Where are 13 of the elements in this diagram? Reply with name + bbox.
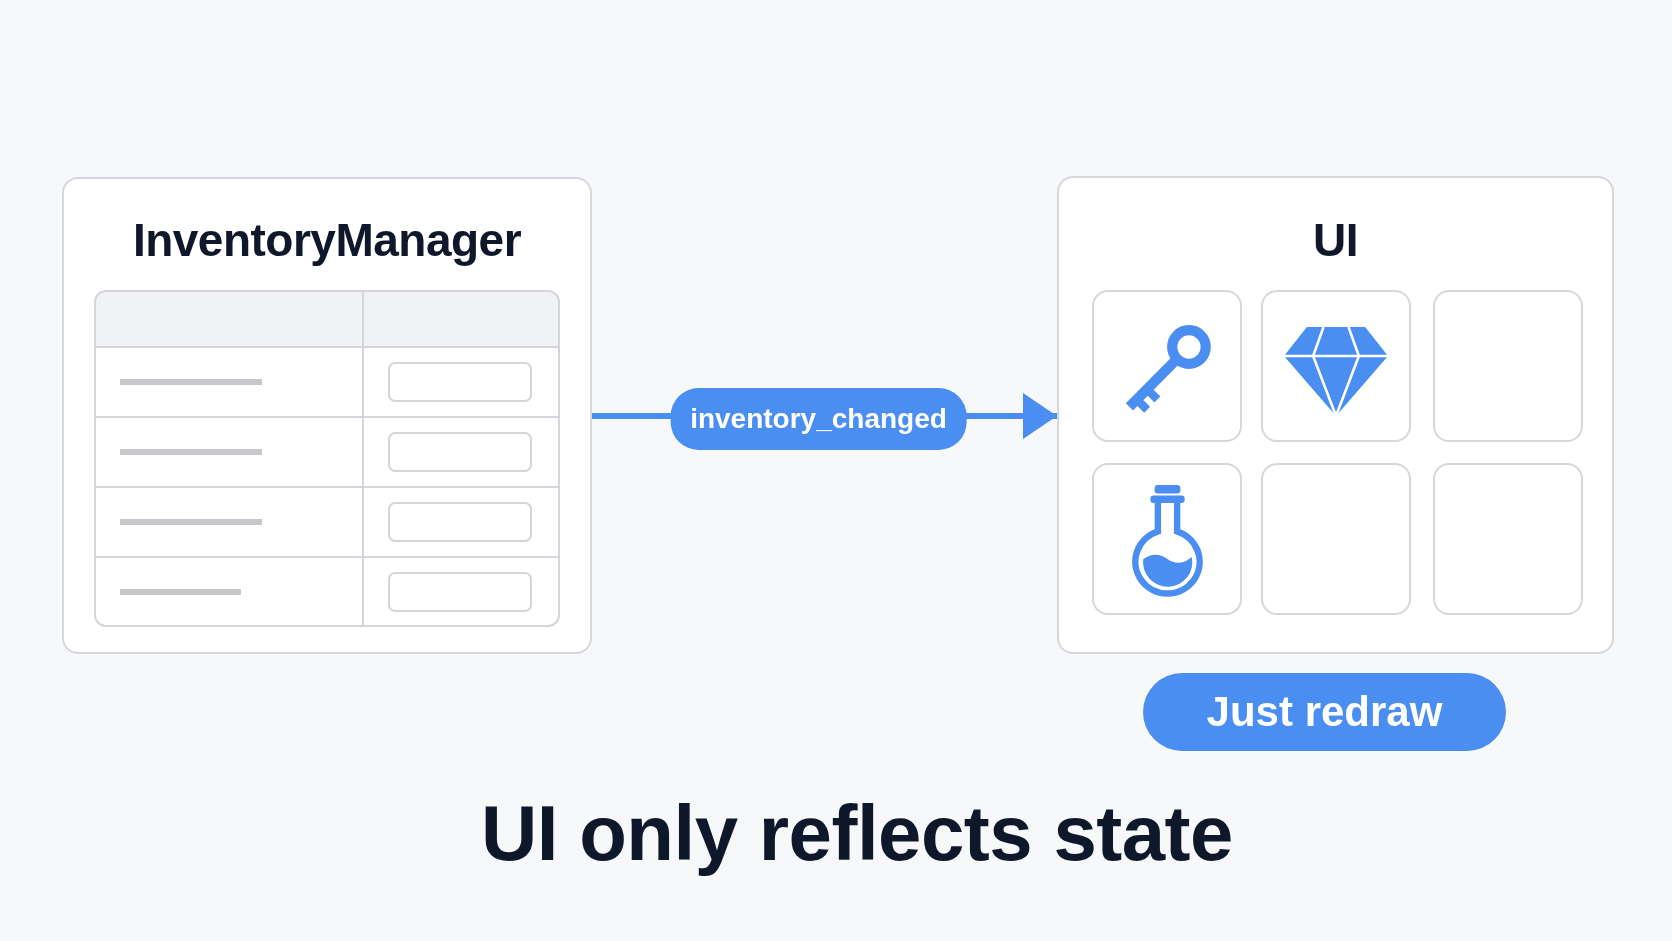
edge-label: inventory_changed <box>670 388 967 450</box>
inventory-slot <box>1433 463 1583 615</box>
action-pill: Just redraw <box>1143 673 1506 751</box>
inventory-slot <box>1261 290 1411 442</box>
panel-card <box>1057 176 1614 654</box>
inventory-slot <box>1092 290 1242 442</box>
panel-card <box>62 177 592 654</box>
caption: UI only reflects state <box>481 789 1233 879</box>
panel-title: InventoryManager <box>132 214 522 267</box>
inventory-slot <box>1433 290 1583 442</box>
inventory-slot <box>1092 463 1242 615</box>
panel-title: UI <box>1313 214 1358 267</box>
inventory-slot <box>1261 463 1411 615</box>
